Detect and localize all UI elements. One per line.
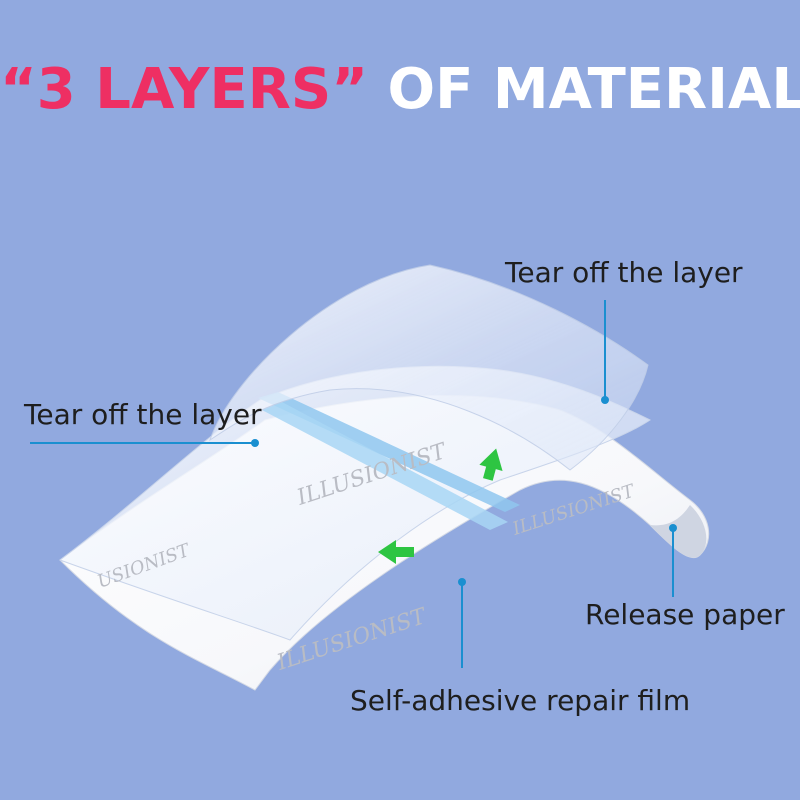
leader-left-tear-dot (251, 439, 259, 447)
label-release-paper: Release paper (585, 598, 785, 631)
watermark-brand-2: ILLUSIONIST (509, 480, 639, 540)
leader-top-tear-dot (601, 396, 609, 404)
label-left-tear: Tear off the layer (24, 398, 262, 431)
green-up-arrow-icon (479, 448, 503, 481)
headline-highlight: “3 LAYERS” (0, 57, 368, 122)
page-headline: “3 LAYERS” OF MATERIAL (0, 50, 800, 130)
top-film-sheet (209, 264, 649, 471)
label-top-tear: Tear off the layer (505, 256, 743, 289)
green-left-arrow-icon (378, 540, 414, 564)
adhesive-stripe-lower (262, 402, 508, 530)
release-paper-curl (650, 505, 707, 558)
leader-release-paper-dot (669, 524, 677, 532)
leader-lines (30, 300, 677, 668)
adhesive-stripe-upper (258, 392, 520, 512)
leader-repair-film-dot (458, 578, 466, 586)
headline-rest: OF MATERIAL (387, 57, 800, 122)
label-repair-film: Self-adhesive repair film (350, 684, 691, 717)
